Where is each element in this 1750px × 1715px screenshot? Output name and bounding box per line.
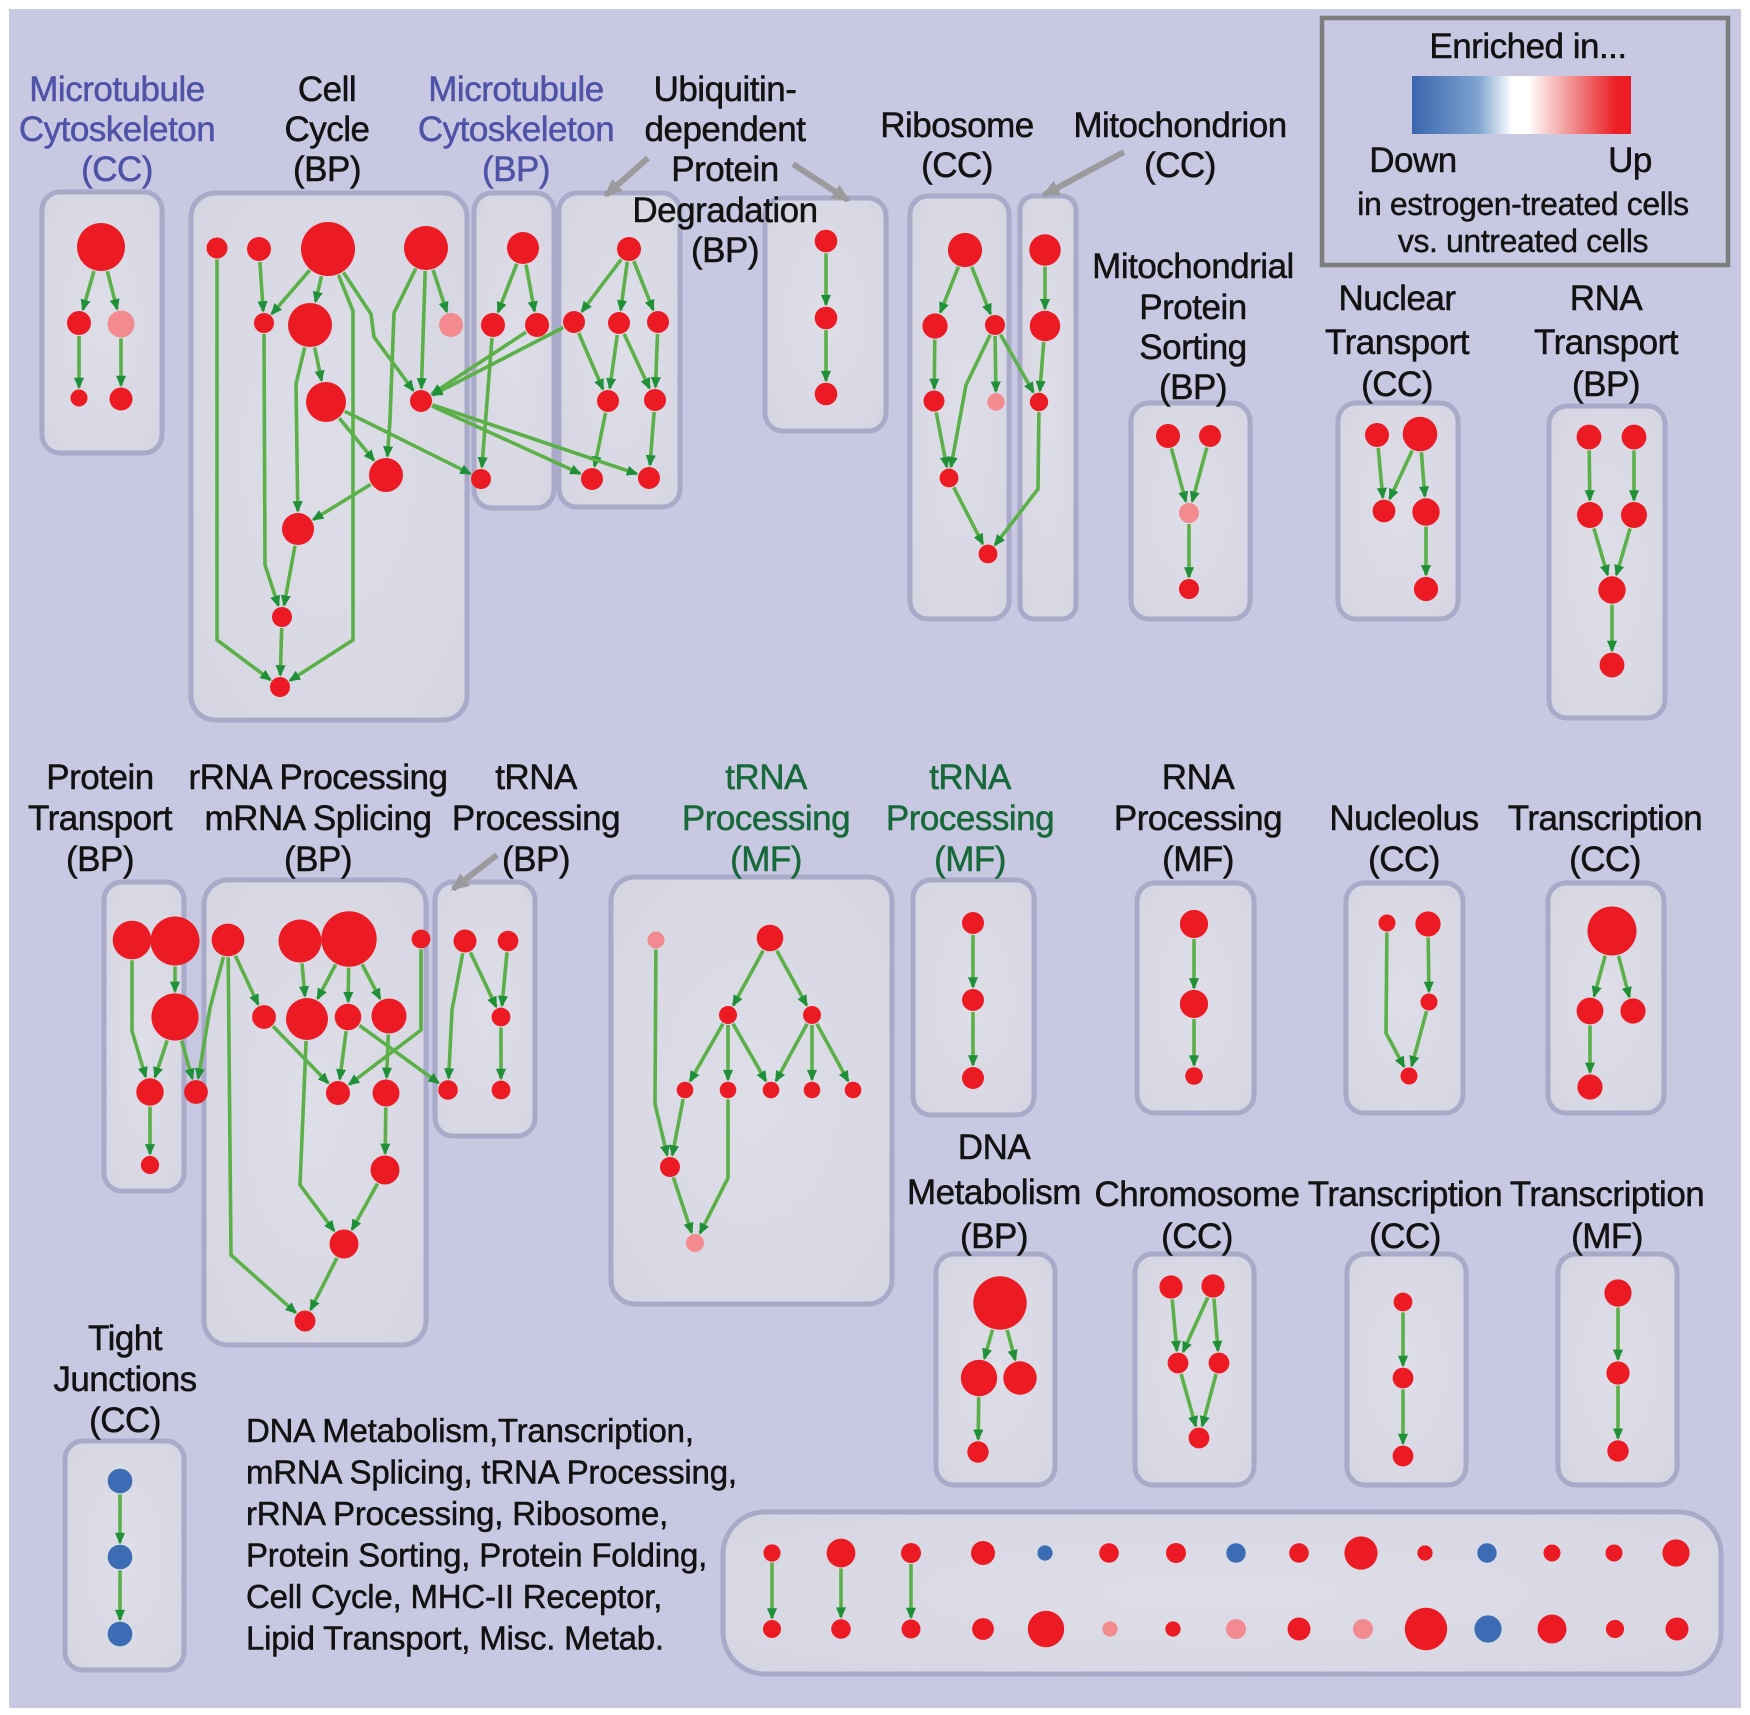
svg-text:(BP): (BP) bbox=[482, 150, 550, 189]
svg-text:Up: Up bbox=[1608, 141, 1652, 180]
svg-text:Mitochondrion: Mitochondrion bbox=[1073, 106, 1286, 145]
svg-text:Protein: Protein bbox=[46, 758, 153, 797]
svg-text:Processing: Processing bbox=[1114, 799, 1282, 838]
svg-text:Ubiquitin-: Ubiquitin- bbox=[654, 70, 797, 109]
svg-text:(BP): (BP) bbox=[293, 150, 361, 189]
svg-text:Nuclear: Nuclear bbox=[1338, 279, 1456, 318]
svg-text:(CC): (CC) bbox=[1361, 365, 1433, 404]
svg-text:Cytoskeleton: Cytoskeleton bbox=[19, 110, 215, 149]
svg-text:Metabolism: Metabolism bbox=[907, 1173, 1081, 1212]
svg-text:Chromosome: Chromosome bbox=[1094, 1175, 1299, 1214]
svg-text:(CC): (CC) bbox=[81, 150, 153, 189]
svg-text:in estrogen-treated cells: in estrogen-treated cells bbox=[1357, 186, 1689, 222]
svg-text:(BP): (BP) bbox=[502, 840, 570, 879]
svg-text:(CC): (CC) bbox=[1369, 1217, 1441, 1256]
svg-text:vs. untreated cells: vs. untreated cells bbox=[1398, 223, 1648, 259]
svg-text:Transport: Transport bbox=[1534, 323, 1679, 362]
svg-text:(MF): (MF) bbox=[934, 840, 1006, 879]
svg-text:(CC): (CC) bbox=[1569, 840, 1641, 879]
svg-text:Lipid Transport, Misc. Metab.: Lipid Transport, Misc. Metab. bbox=[246, 1620, 664, 1657]
svg-text:Protein Sorting, Protein Foldi: Protein Sorting, Protein Folding, bbox=[246, 1537, 707, 1574]
svg-text:tRNA: tRNA bbox=[929, 758, 1012, 797]
svg-text:(MF): (MF) bbox=[1162, 840, 1234, 879]
svg-text:Junctions: Junctions bbox=[53, 1360, 196, 1399]
svg-text:(CC): (CC) bbox=[89, 1401, 161, 1440]
svg-text:(MF): (MF) bbox=[730, 840, 802, 879]
svg-text:Cycle: Cycle bbox=[284, 110, 369, 149]
svg-text:Processing: Processing bbox=[682, 799, 850, 838]
svg-text:Cell: Cell bbox=[298, 70, 356, 109]
svg-text:(BP): (BP) bbox=[691, 231, 759, 270]
svg-text:DNA: DNA bbox=[958, 1128, 1032, 1167]
svg-text:(MF): (MF) bbox=[1571, 1217, 1643, 1256]
svg-text:Protein: Protein bbox=[1139, 288, 1246, 327]
svg-text:Transcription: Transcription bbox=[1308, 1175, 1503, 1214]
svg-text:(CC): (CC) bbox=[1144, 146, 1216, 185]
svg-text:Transport: Transport bbox=[1325, 323, 1470, 362]
svg-text:(BP): (BP) bbox=[66, 840, 134, 879]
svg-text:Protein: Protein bbox=[671, 150, 778, 189]
svg-text:mRNA Splicing, tRNA Processing: mRNA Splicing, tRNA Processing, bbox=[246, 1454, 737, 1491]
svg-text:rRNA Processing: rRNA Processing bbox=[189, 758, 448, 797]
svg-text:Mitochondrial: Mitochondrial bbox=[1092, 247, 1294, 286]
svg-text:Microtubule: Microtubule bbox=[29, 70, 204, 109]
svg-text:DNA Metabolism,Transcription,: DNA Metabolism,Transcription, bbox=[246, 1412, 694, 1449]
svg-text:dependent: dependent bbox=[645, 110, 807, 149]
svg-text:(BP): (BP) bbox=[284, 840, 352, 879]
svg-text:Processing: Processing bbox=[886, 799, 1054, 838]
svg-text:Ribosome: Ribosome bbox=[880, 106, 1034, 145]
svg-text:Nucleolus: Nucleolus bbox=[1329, 799, 1478, 838]
svg-text:(CC): (CC) bbox=[921, 146, 993, 185]
svg-text:mRNA Splicing: mRNA Splicing bbox=[205, 799, 432, 838]
svg-text:(CC): (CC) bbox=[1368, 840, 1440, 879]
svg-text:RNA: RNA bbox=[1570, 279, 1644, 318]
svg-text:Transport: Transport bbox=[28, 799, 173, 838]
svg-text:Microtubule: Microtubule bbox=[428, 70, 603, 109]
svg-text:Tight: Tight bbox=[88, 1319, 163, 1358]
svg-text:(BP): (BP) bbox=[1572, 365, 1640, 404]
svg-text:Down: Down bbox=[1369, 141, 1456, 180]
svg-text:Cytoskeleton: Cytoskeleton bbox=[418, 110, 614, 149]
svg-text:rRNA Processing, Ribosome,: rRNA Processing, Ribosome, bbox=[246, 1495, 668, 1532]
svg-text:(CC): (CC) bbox=[1161, 1217, 1233, 1256]
svg-text:Processing: Processing bbox=[452, 799, 620, 838]
svg-text:Transcription: Transcription bbox=[1510, 1175, 1705, 1214]
svg-text:(BP): (BP) bbox=[1159, 368, 1227, 407]
svg-text:tRNA: tRNA bbox=[725, 758, 808, 797]
svg-text:Enriched in...: Enriched in... bbox=[1429, 27, 1626, 66]
svg-text:Sorting: Sorting bbox=[1139, 328, 1246, 367]
svg-text:Cell Cycle, MHC-II Receptor,: Cell Cycle, MHC-II Receptor, bbox=[246, 1578, 662, 1615]
svg-text:tRNA: tRNA bbox=[495, 758, 578, 797]
svg-text:(BP): (BP) bbox=[960, 1217, 1028, 1256]
svg-text:RNA: RNA bbox=[1162, 758, 1236, 797]
svg-text:Degradation: Degradation bbox=[632, 191, 817, 230]
svg-text:Transcription: Transcription bbox=[1508, 799, 1703, 838]
